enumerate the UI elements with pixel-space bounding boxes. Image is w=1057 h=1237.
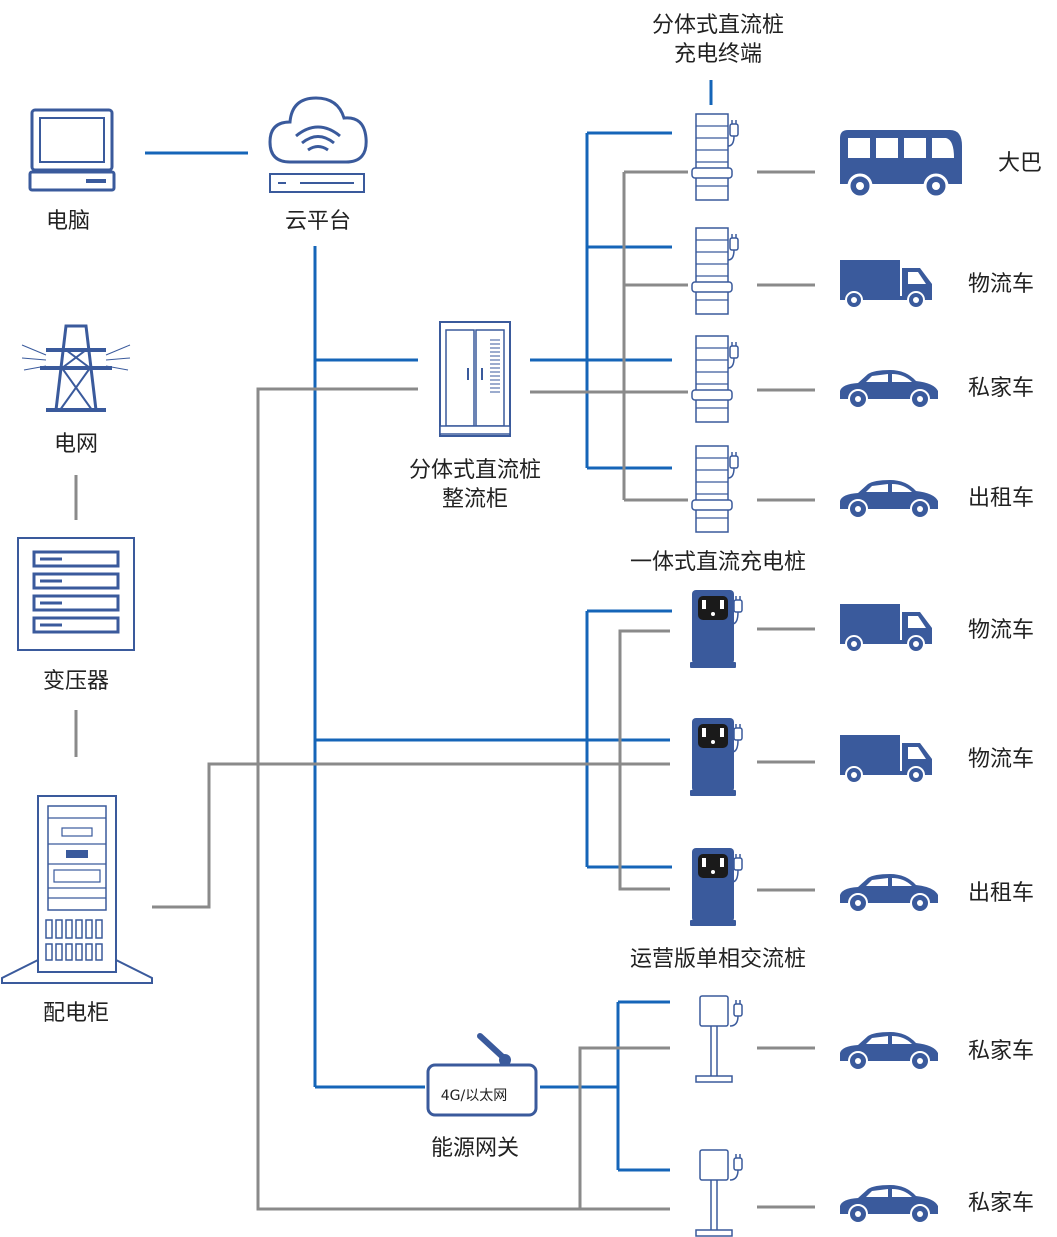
dc-terminal-icon (691, 227, 739, 315)
power-lines (74, 170, 815, 1211)
dc-charger-icon (689, 589, 743, 669)
vehicle-label: 私家车 (968, 1191, 1034, 1216)
car-icon (839, 369, 939, 409)
dc-charger-icon (689, 847, 743, 927)
transformer-label: 变压器 (43, 669, 109, 694)
single-ac-label: 运营版单相交流桩 (630, 947, 806, 972)
gateway-badge-label: 4G/以太网 (441, 1088, 507, 1104)
vehicle-label-bus: 大巴 (998, 151, 1042, 176)
computer-icon (28, 108, 116, 192)
vehicle-label: 私家车 (968, 1039, 1034, 1064)
integrated-dc-label: 一体式直流充电桩 (630, 550, 806, 575)
cloud-label: 云平台 (285, 209, 351, 234)
vehicle-label: 物流车 (968, 618, 1034, 643)
dc-charger-icon (689, 717, 743, 797)
cabinet-label: 配电柜 (43, 1001, 109, 1026)
dc-terminal-icon (691, 445, 739, 533)
vehicle-label: 出租车 (968, 486, 1034, 511)
gateway-icon (426, 1033, 538, 1117)
cloud-server-icon (268, 96, 368, 193)
rectifier-label-line1: 分体式直流桩 (409, 458, 541, 483)
vehicle-label: 物流车 (968, 747, 1034, 772)
distribution-cabinet-icon (1, 795, 153, 984)
dc-terminal-icon (691, 113, 739, 201)
grid-label: 电网 (54, 432, 98, 457)
ac-charger-icon (695, 1149, 743, 1237)
gateway-label: 能源网关 (431, 1136, 519, 1161)
transformer-icon (17, 537, 135, 651)
car-icon (839, 873, 939, 913)
vehicle-label: 物流车 (968, 272, 1034, 297)
split-terminal-label-line1: 分体式直流桩 (652, 13, 784, 38)
car-icon (839, 1184, 939, 1224)
rectifier-label-line2: 整流柜 (442, 487, 508, 512)
vehicle-label: 私家车 (968, 376, 1034, 401)
power-tower-icon (21, 324, 131, 412)
car-icon (839, 1031, 939, 1071)
car-icon (839, 479, 939, 519)
truck-icon (839, 259, 933, 309)
truck-icon (839, 603, 933, 653)
dc-terminal-icon (691, 335, 739, 423)
bus-icon (840, 130, 962, 199)
computer-label: 电脑 (46, 209, 90, 234)
truck-icon (839, 734, 933, 784)
data-lines (145, 80, 713, 1172)
split-terminal-label-line2: 充电终端 (674, 42, 762, 67)
rectifier-cabinet-icon (439, 321, 511, 437)
vehicle-label: 出租车 (968, 881, 1034, 906)
ac-charger-icon (695, 995, 743, 1083)
